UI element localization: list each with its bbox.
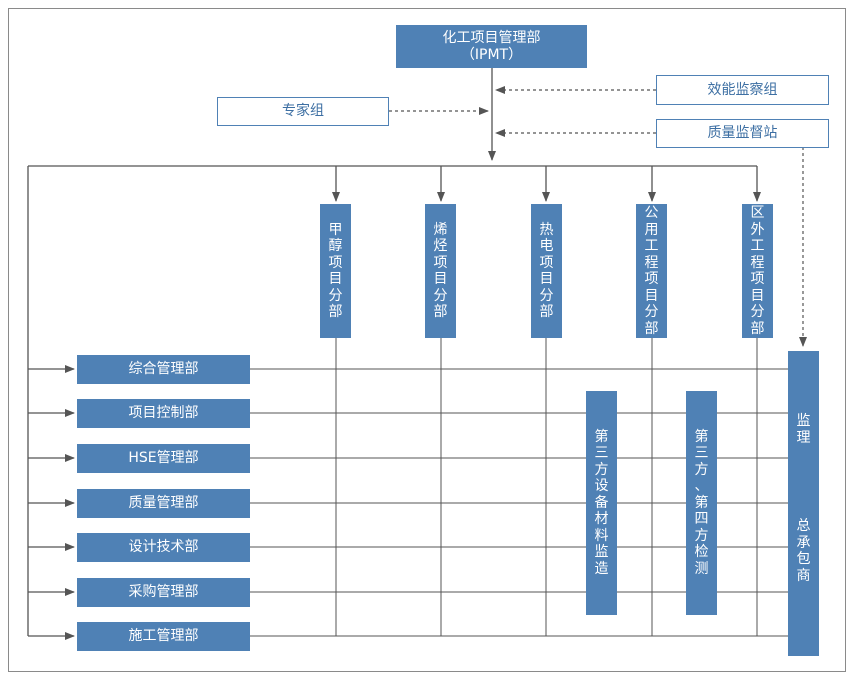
vertical-char: 目 [644,287,659,304]
vertical-char: 区 [750,205,765,221]
vertical-char: 目 [433,271,448,287]
third-party-equipment-box: 第三方设备材料监造 [586,391,617,615]
vertical-char: 部 [433,304,448,320]
subdivision-box: 烯烃项目分部 [425,204,456,338]
ipmt-subtitle: （IPMT） [460,46,523,63]
subdivision-box: 甲醇项目分部 [320,204,351,338]
department-box: HSE管理部 [77,444,250,473]
department-box: 设计技术部 [77,533,250,562]
vertical-char: 理 [796,429,811,446]
vertical-char: 第 [694,428,709,445]
vertical-char: 分 [539,287,554,304]
vertical-char: 检 [694,544,709,561]
vertical-char: 方 [694,527,709,544]
vertical-char: 部 [539,304,554,320]
vertical-char: 项 [539,254,554,271]
vertical-char: 三 [694,445,709,462]
diagram-frame [8,8,846,672]
vertical-char: 造 [594,560,609,577]
vertical-char: 备 [594,494,609,511]
vertical-char: 目 [539,271,554,287]
vertical-char: 第 [694,494,709,511]
experts-box: 专家组 [217,97,389,126]
vertical-char: 商 [796,567,811,584]
ipmt-box: 化工项目管理部 （IPMT） [396,25,587,68]
general-contractor-label: 总承包商 [797,518,811,584]
department-box: 施工管理部 [77,622,250,651]
department-box: 质量管理部 [77,489,250,518]
vertical-char: 第 [594,428,609,445]
vertical-char: 部 [750,320,765,337]
vertical-char: 料 [594,527,609,544]
vertical-char: 工 [644,238,659,254]
vertical-char: 项 [644,271,659,287]
department-label: 设计技术部 [128,539,199,555]
department-box: 综合管理部 [77,355,250,384]
vertical-char: 材 [594,511,609,528]
vertical-char: 分 [433,287,448,304]
vertical-char: 设 [594,478,609,495]
vertical-char: 测 [694,560,709,577]
experts-label: 专家组 [282,103,324,119]
vertical-char: 热 [539,221,554,238]
vertical-char: 用 [644,221,659,238]
vertical-char: 部 [644,320,659,337]
vertical-char: 烃 [433,238,448,254]
efficiency-label: 效能监察组 [707,81,778,98]
vertical-char: 分 [644,304,659,320]
department-label: 综合管理部 [128,361,199,377]
subdivision-box: 公用工程项目分部 [636,204,667,338]
supervision-label: 监理 [797,413,811,446]
vertical-char: 监 [796,413,811,429]
vertical-char: 部 [328,304,343,320]
vertical-char: 分 [750,304,765,320]
vertical-char: 三 [594,445,609,462]
vertical-char: 总 [796,518,811,534]
vertical-char: 承 [796,534,811,551]
quality-station-label: 质量监督站 [707,125,778,141]
vertical-char: 工 [750,238,765,254]
vertical-char: 程 [750,254,765,271]
efficiency-box: 效能监察组 [656,75,829,105]
vertical-char: 方 [694,461,709,478]
department-label: 项目控制部 [128,405,199,421]
vertical-char: 监 [594,544,609,561]
third-fourth-testing-box: 第三方、第四方检测 [686,391,717,615]
vertical-char: 电 [539,238,554,254]
vertical-char: 、 [694,478,709,495]
vertical-char: 项 [750,271,765,287]
vertical-char: 项 [328,254,343,271]
vertical-char: 分 [328,287,343,304]
vertical-char: 烯 [433,221,448,238]
quality-station-box: 质量监督站 [656,119,829,148]
department-label: 采购管理部 [128,584,199,600]
vertical-char: 醇 [328,238,343,254]
vertical-char: 目 [328,271,343,287]
vertical-char: 甲 [328,221,343,238]
vertical-char: 外 [750,221,765,238]
department-box: 项目控制部 [77,399,250,428]
vertical-char: 目 [750,287,765,304]
supervision-contractor-box: 监理 总承包商 [788,351,819,656]
vertical-char: 四 [694,511,709,528]
vertical-char: 程 [644,254,659,271]
subdivision-box: 热电项目分部 [531,204,562,338]
department-label: HSE管理部 [128,450,199,466]
department-box: 采购管理部 [77,578,250,607]
vertical-char: 包 [796,551,811,567]
subdivision-box: 区外工程项目分部 [742,204,773,338]
vertical-char: 公 [644,205,659,221]
ipmt-title: 化工项目管理部 [442,29,541,46]
department-label: 施工管理部 [128,628,199,644]
vertical-char: 项 [433,254,448,271]
department-label: 质量管理部 [128,495,199,511]
vertical-char: 方 [594,461,609,478]
